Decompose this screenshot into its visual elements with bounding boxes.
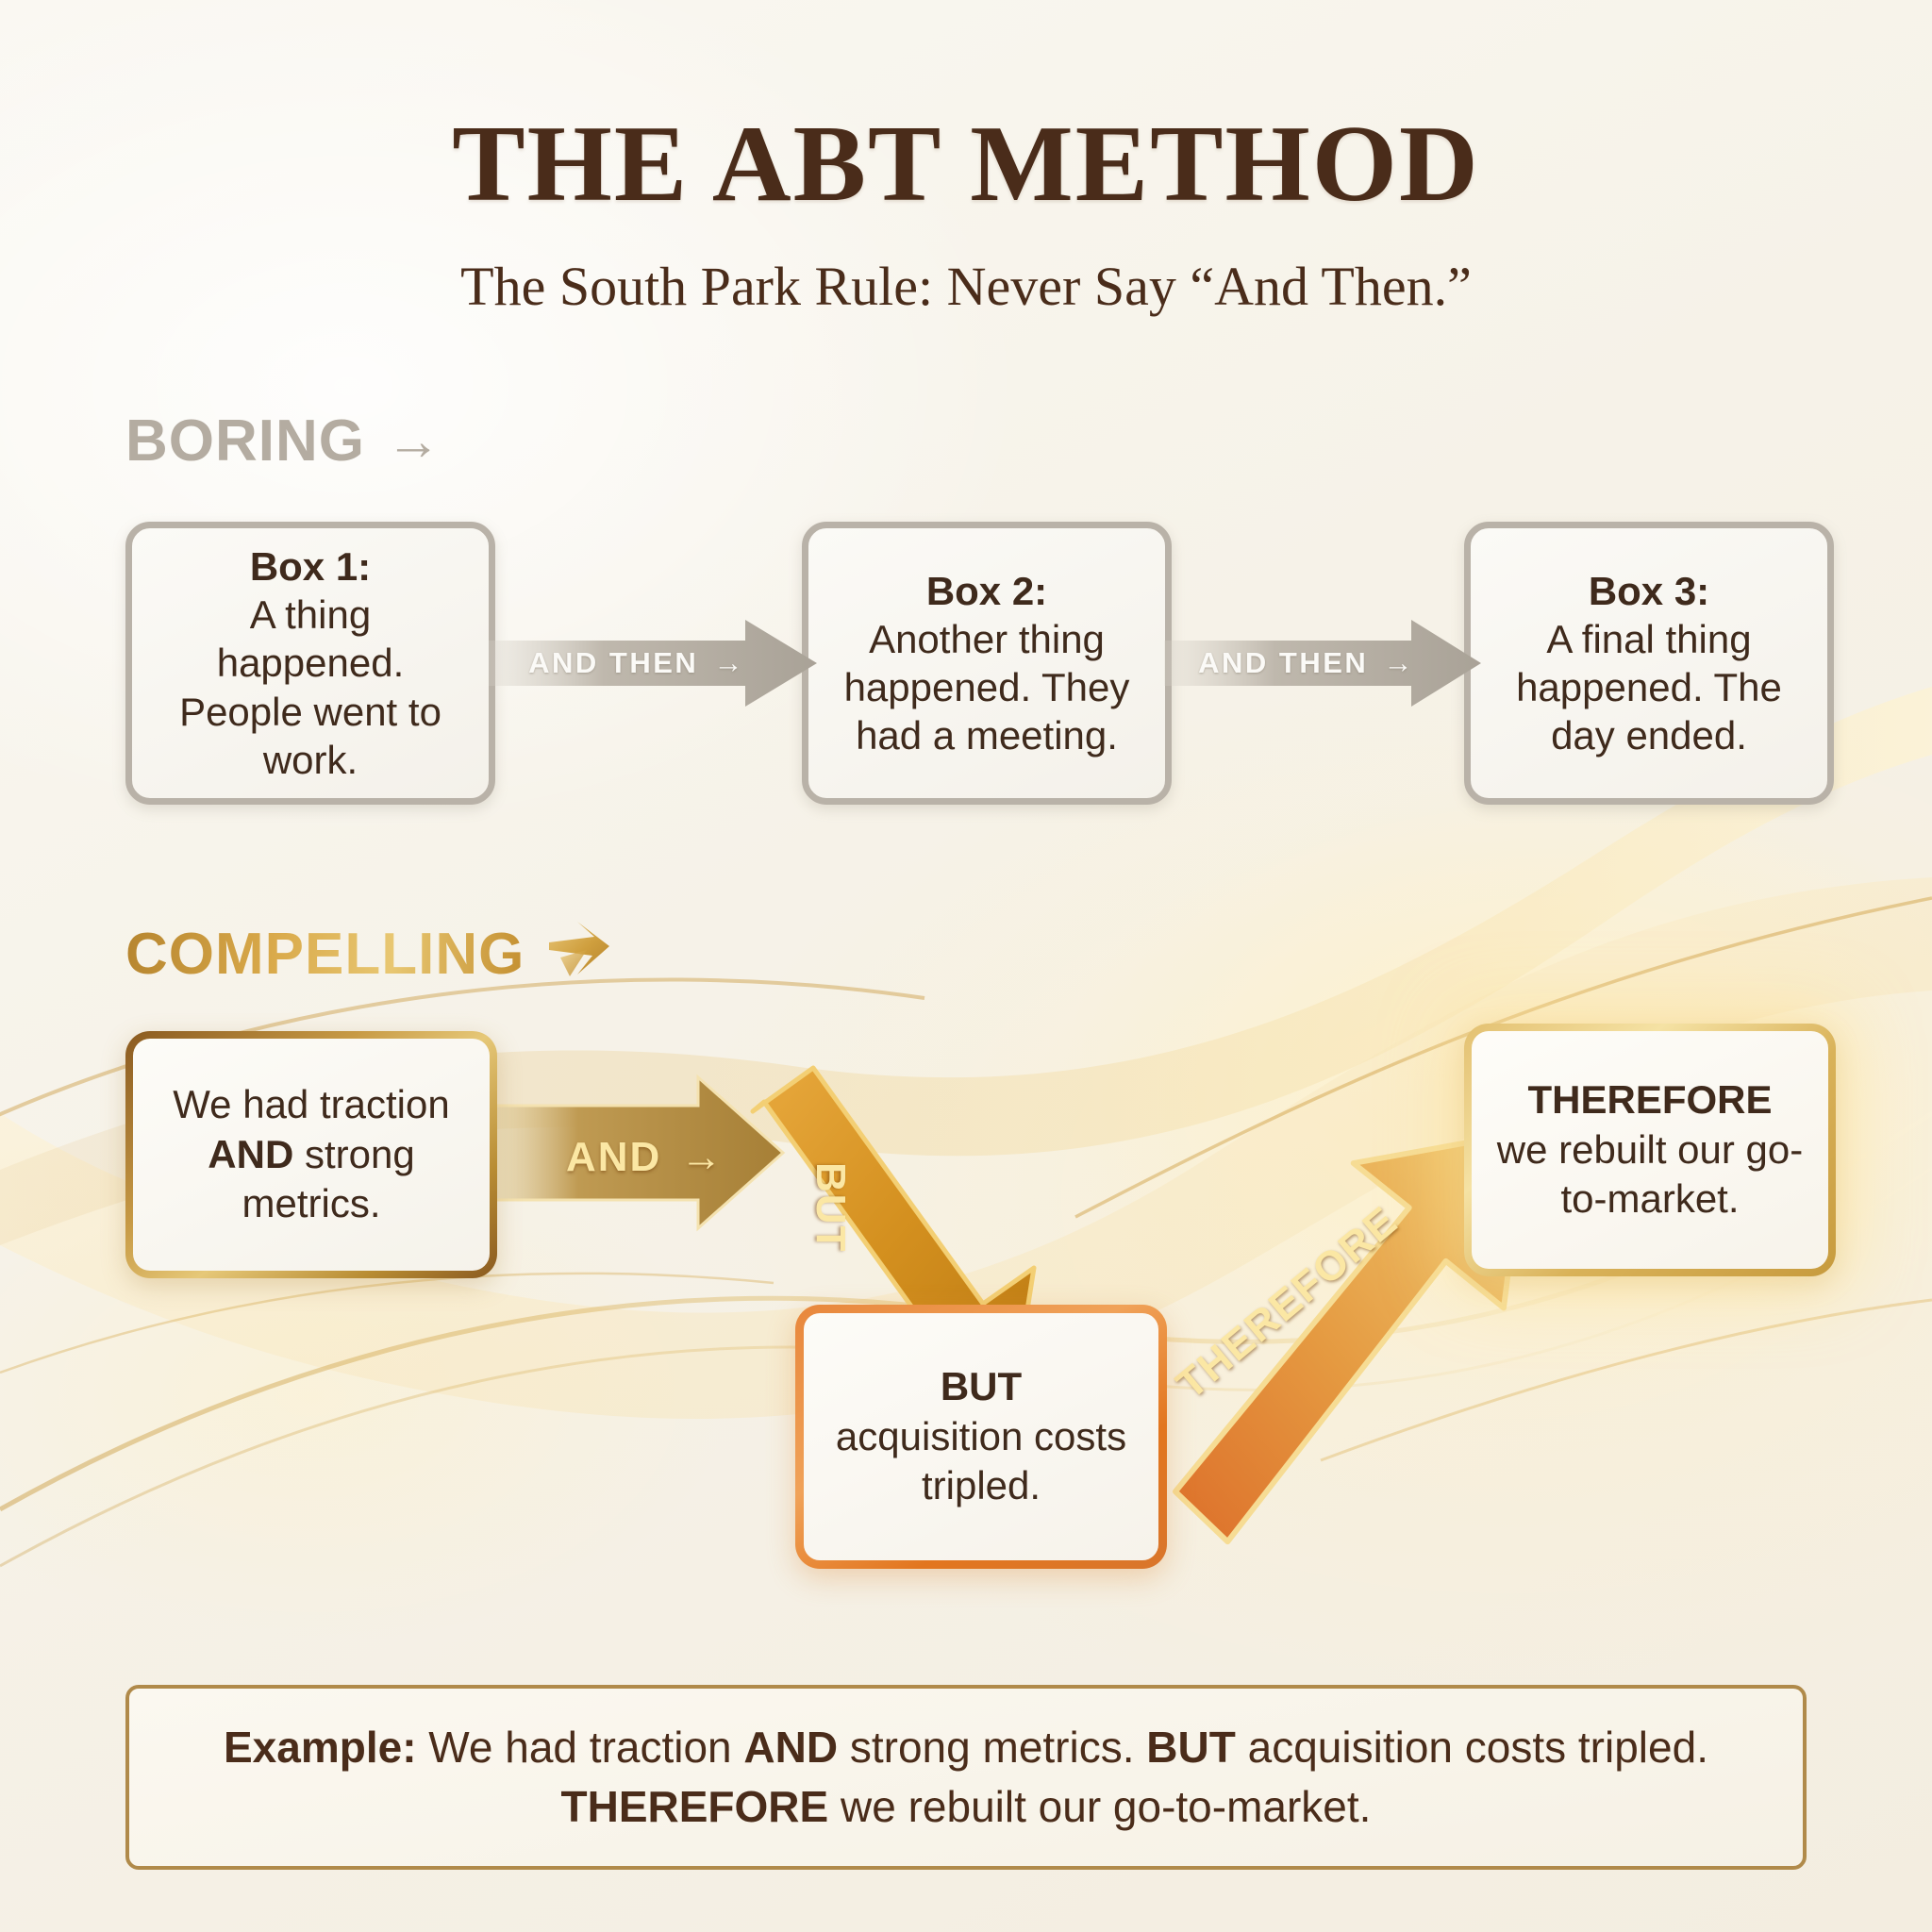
compelling-and-tail: strong metrics. [242,1131,415,1226]
compelling-box-therefore: THEREFORE we rebuilt our go-to-market. [1464,1024,1836,1276]
and-then-text-1: AND THEN [528,646,699,679]
example-line1-c: acquisition costs tripled. [1235,1722,1708,1772]
boring-box-1-body: A thing happened. People went to work. [179,592,441,782]
example-kw-but: BUT [1146,1722,1236,1772]
example-text: Example: We had traction AND strong metr… [224,1718,1708,1838]
compelling-and-lead: We had traction [173,1082,450,1127]
and-then-connector-1: AND THEN → [489,618,817,708]
compelling-therefore-heading: THEREFORE [1527,1077,1773,1123]
boring-box-2: Box 2: Another thing happened. They had … [802,522,1172,805]
example-kw-and: AND [743,1722,839,1772]
compelling-box-and: We had traction AND strong metrics. [125,1031,497,1278]
example-line2-b: we rebuilt our go-to-market. [828,1782,1372,1831]
compelling-box-but: BUT acquisition costs tripled. [795,1305,1167,1569]
compelling-therefore-body: we rebuilt our go-to-market. [1496,1126,1804,1222]
compelling-label-text: COMPELLING [125,921,525,987]
boring-box-3: Box 3: A final thing happened. The day e… [1464,522,1834,805]
boring-box-2-body: Another thing happened. They had a meeti… [843,616,1130,758]
arrow-right-icon-1: → [713,646,745,679]
and-connector-label: AND → [566,1134,724,1181]
and-then-label-1: AND THEN → [489,646,817,680]
compelling-and-keyword: AND [208,1131,294,1176]
therefore-connector-label: THEREFORE [1168,1197,1407,1408]
boring-label-text: BORING [125,408,365,474]
and-then-arrow-icon-1 [489,620,817,707]
and-connector-text: AND [566,1134,662,1180]
right-arrow-icon: → [386,409,441,472]
compelling-but-body: acquisition costs tripled. [835,1413,1127,1508]
boring-box-1: Box 1: A thing happened. People went to … [125,522,495,805]
but-connector-label: BUT [808,1162,854,1254]
boring-section-label: BORING → [125,408,441,475]
and-connector-arrow-icon: → [680,1134,724,1180]
example-line1-b: strong metrics. [838,1722,1147,1772]
arrow-right-icon-2: → [1383,646,1415,679]
example-kw-therefore: THEREFORE [560,1782,829,1831]
example-line1-a: We had traction [416,1722,744,1772]
example-label: Example: [224,1722,417,1772]
page-subtitle: The South Park Rule: Never Say “And Then… [460,256,1472,317]
compelling-section-label: COMPELLING [125,920,611,988]
boring-box-3-heading: Box 3: [1588,568,1710,613]
boring-box-3-body: A final thing happened. The day ended. [1516,616,1782,758]
and-then-text-2: AND THEN [1198,646,1369,679]
dart-icon-svg [549,922,610,976]
boring-box-1-heading: Box 1: [249,543,372,589]
page-title: THE ABT METHOD [452,104,1480,225]
example-box: Example: We had traction AND strong metr… [125,1685,1807,1870]
dart-arrow-icon [545,920,611,988]
and-then-connector-2: AND THEN → [1164,618,1481,708]
compelling-but-heading: BUT [940,1364,1023,1409]
boring-box-2-heading: Box 2: [925,568,1048,613]
and-then-label-2: AND THEN → [1164,646,1481,680]
and-then-arrow-icon-2 [1164,620,1481,707]
